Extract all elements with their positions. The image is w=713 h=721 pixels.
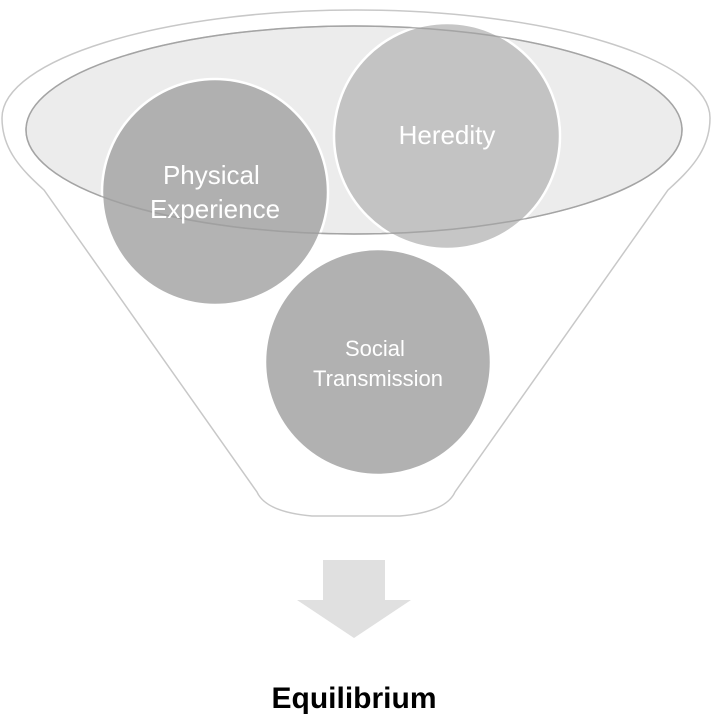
- physical-experience-circle: [100, 77, 330, 307]
- funnel-rim-outline: [25, 25, 683, 235]
- physical-experience-label: Physical Experience: [150, 160, 280, 224]
- social-transmission-label-line-2: Transmission: [313, 366, 443, 391]
- social-transmission-circle: [263, 247, 493, 477]
- physical-experience-label-line-1: Physical: [163, 160, 260, 190]
- heredity-circle: [332, 21, 562, 251]
- equilibrium-label: Equilibrium: [272, 682, 437, 715]
- social-transmission-label-line-1: Social: [345, 336, 405, 361]
- down-arrow-icon: [297, 560, 411, 638]
- social-transmission-label: Social Transmission: [313, 336, 443, 391]
- physical-experience-label-line-2: Experience: [150, 194, 280, 224]
- heredity-label: Heredity: [399, 120, 496, 150]
